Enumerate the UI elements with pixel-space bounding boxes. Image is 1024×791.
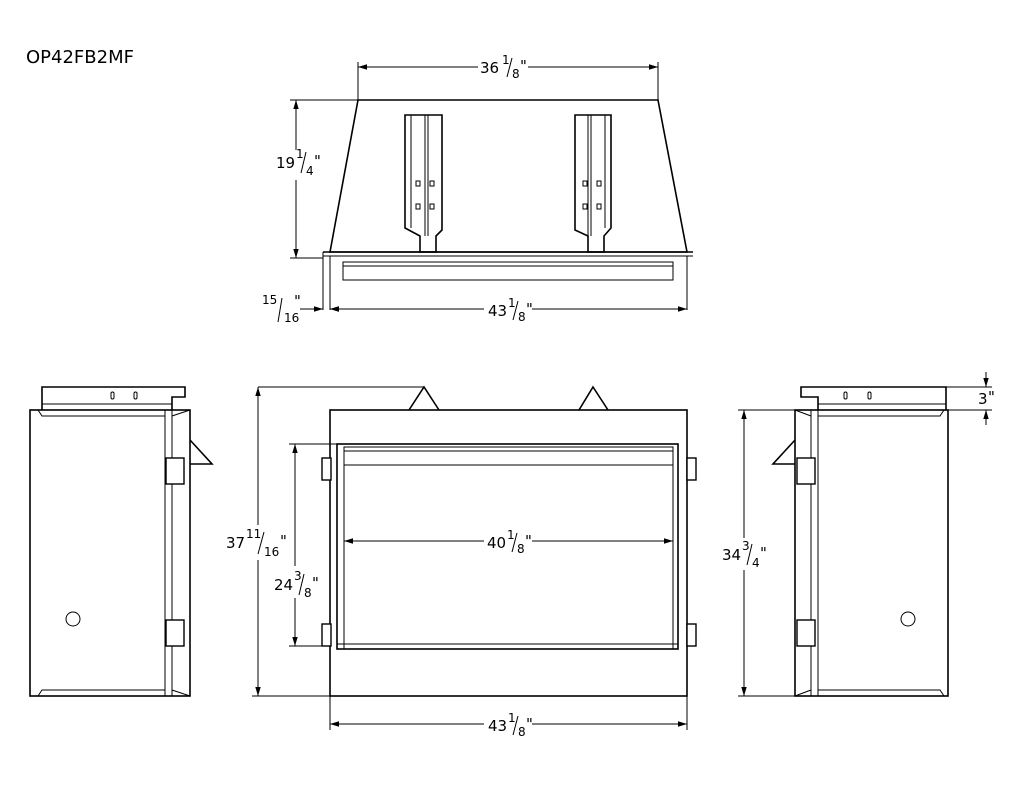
left-side-view (29, 386, 214, 697)
svg-text:3: 3 (978, 390, 988, 408)
dim-front-opening-height: 24 3 8 " (274, 569, 319, 600)
svg-text:8: 8 (518, 310, 526, 324)
svg-text:43: 43 (488, 717, 507, 735)
top-right-bracket (574, 114, 612, 253)
svg-text:": " (525, 532, 532, 550)
svg-text:43: 43 (488, 302, 507, 320)
svg-text:4: 4 (752, 556, 760, 570)
left-side-hole (65, 611, 81, 627)
top-left-bracket (404, 114, 443, 253)
svg-text:8: 8 (518, 725, 526, 739)
svg-text:1: 1 (508, 711, 516, 725)
top-view: 36 1 8 " 19 1 4 " 15 16 " (262, 53, 693, 325)
front-body (329, 409, 688, 697)
svg-text:1: 1 (508, 296, 516, 310)
svg-text:": " (988, 388, 995, 406)
dim-front-height: 37 11 16 " (226, 527, 287, 559)
dim-front-opening-width: 40 1 8 " (487, 528, 532, 556)
dim-top-depth: 19 1 4 " (276, 147, 321, 178)
svg-text:": " (520, 57, 527, 75)
svg-text:24: 24 (274, 576, 293, 594)
svg-text:36: 36 (480, 59, 499, 77)
front-opening (336, 443, 679, 650)
right-side-hole (900, 611, 916, 627)
svg-text:15: 15 (262, 293, 277, 307)
dim-side-height: 34 3 4 " (722, 539, 767, 570)
svg-text:": " (760, 544, 767, 562)
top-view-body (329, 99, 688, 253)
front-view: 37 11 16 " 24 3 8 " 40 1 8 " (226, 385, 697, 739)
svg-text:8: 8 (517, 542, 525, 556)
svg-text:3: 3 (294, 569, 302, 583)
svg-text:": " (314, 152, 321, 170)
dim-top-offset: 15 16 " (262, 292, 301, 325)
svg-text:": " (294, 292, 301, 310)
svg-text:16: 16 (284, 311, 299, 325)
svg-text:8: 8 (512, 67, 520, 81)
right-side-view: 34 3 4 " 3 " (722, 372, 995, 697)
svg-text:11: 11 (246, 527, 261, 541)
dim-front-width: 43 1 8 " (488, 711, 533, 739)
dim-top-width: 36 1 8 " (480, 53, 527, 81)
svg-text:4: 4 (306, 164, 314, 178)
svg-text:1: 1 (296, 147, 304, 161)
svg-text:": " (526, 300, 533, 318)
dim-top-overall-width: 43 1 8 " (488, 296, 533, 324)
dim-side-top: 3 " (978, 388, 995, 408)
svg-text:": " (526, 715, 533, 733)
svg-text:19: 19 (276, 154, 295, 172)
svg-text:37: 37 (226, 534, 245, 552)
svg-text:": " (312, 574, 319, 592)
svg-text:34: 34 (722, 546, 741, 564)
svg-text:40: 40 (487, 534, 506, 552)
left-side-body (29, 409, 191, 697)
svg-text:8: 8 (304, 586, 312, 600)
top-view-firebox (342, 261, 674, 281)
right-side-body (794, 409, 949, 697)
model-title: OP42FB2MF (26, 47, 134, 68)
svg-text:1: 1 (502, 53, 510, 67)
svg-text:3: 3 (742, 539, 750, 553)
svg-text:16: 16 (264, 545, 279, 559)
svg-text:1: 1 (507, 528, 515, 542)
svg-text:": " (280, 532, 287, 550)
